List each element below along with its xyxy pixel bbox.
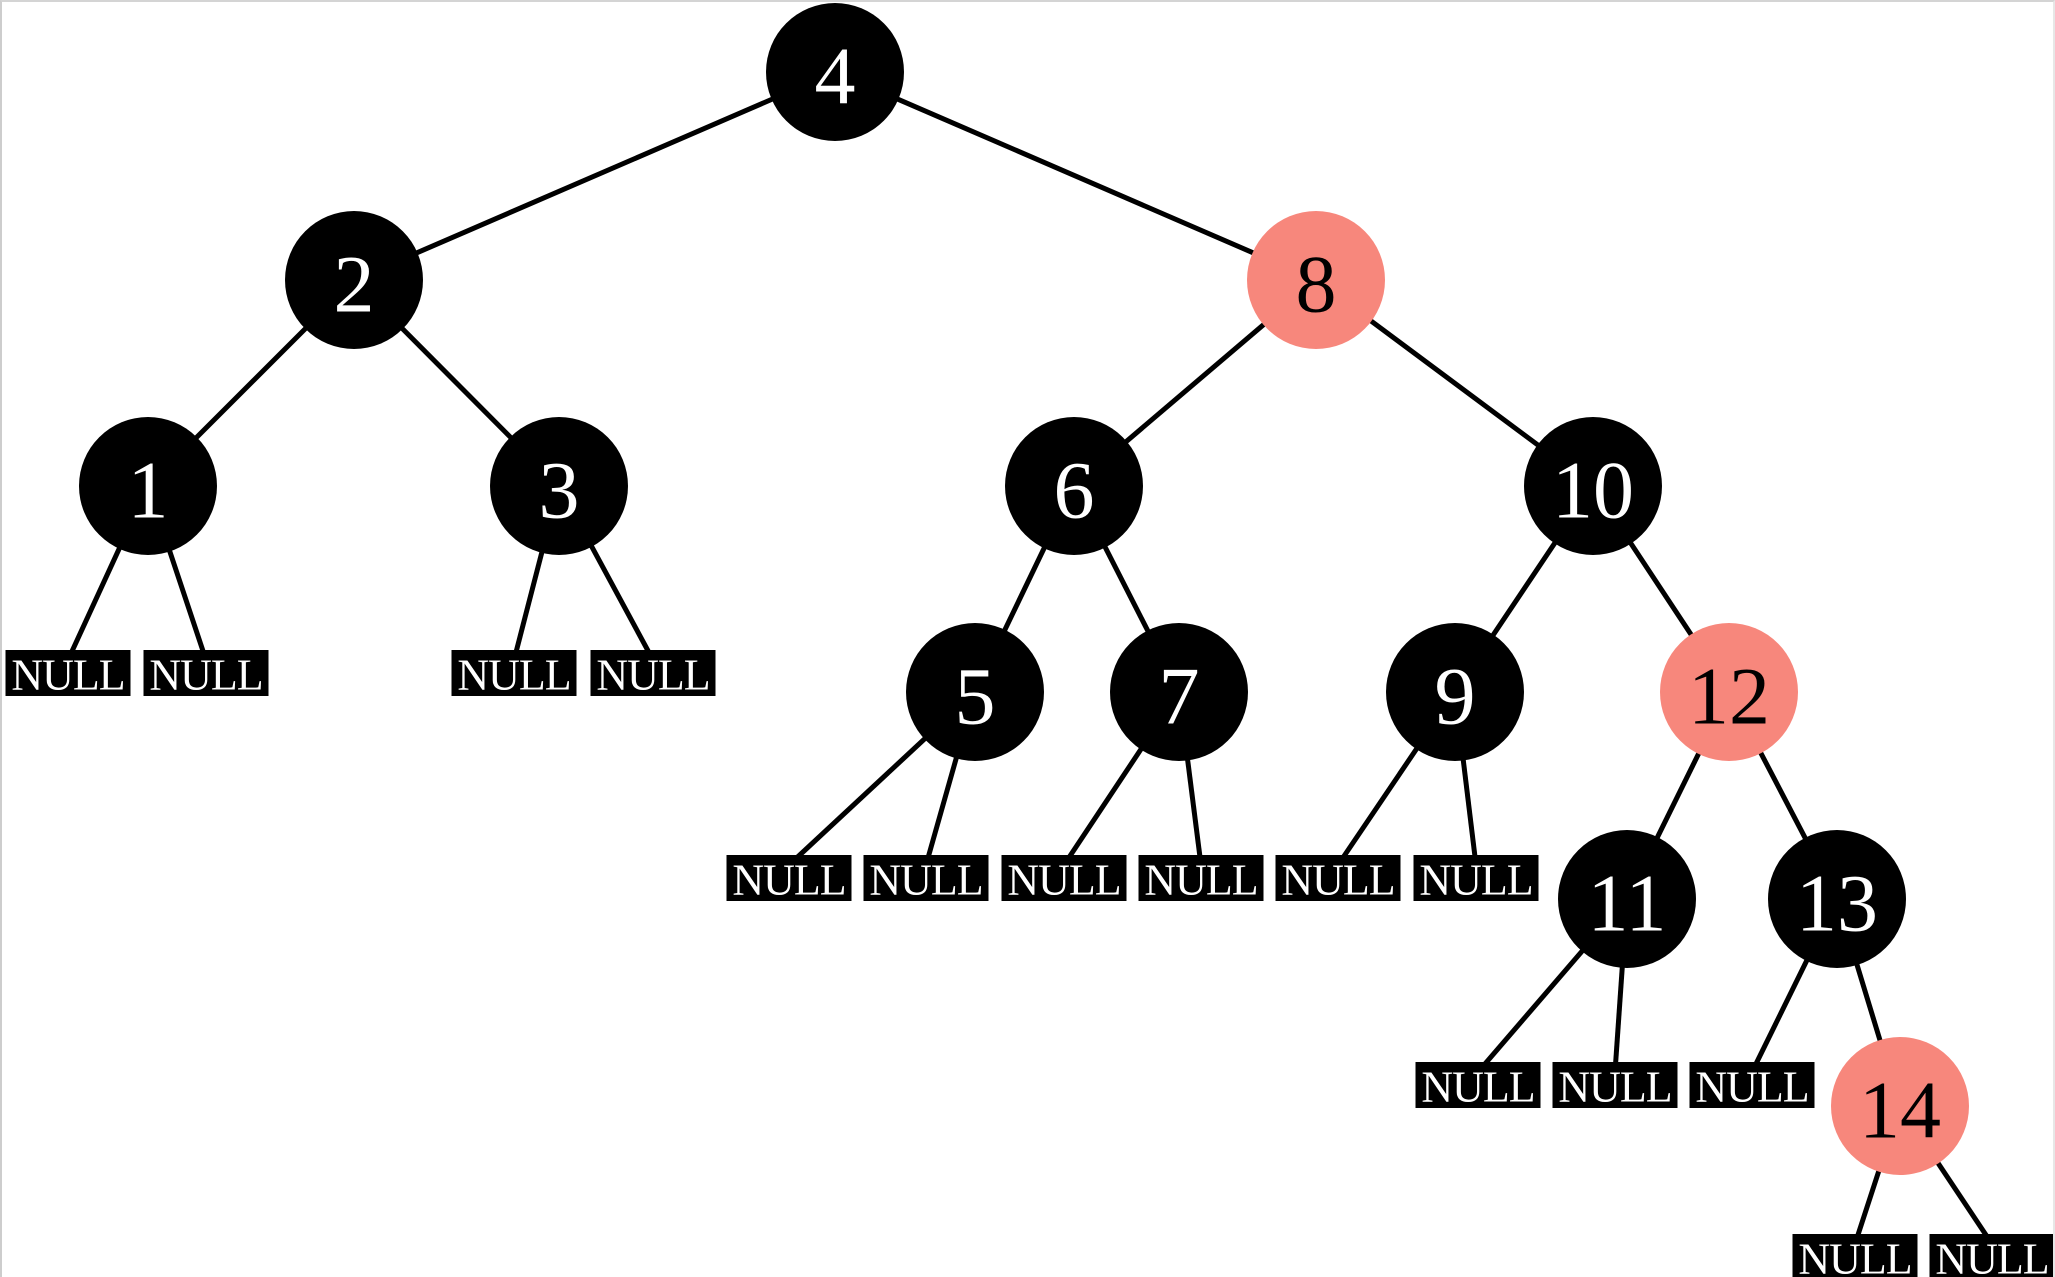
edge-4-2 <box>353 69 836 283</box>
tree-node-circle-9 <box>1386 623 1524 761</box>
null-leaf-box-null-9R <box>1413 855 1539 901</box>
tree-node-label-2: 2 <box>334 239 375 330</box>
null-leaf-box-null-14L <box>1792 1234 1918 1277</box>
null-leaf-label-null-7L: NULL <box>1007 855 1120 904</box>
tree-node-circle-12 <box>1660 623 1798 761</box>
null-leaf-box-null-5L <box>726 855 852 901</box>
null-leaf-box-null-1R <box>143 650 269 696</box>
null-leaf-box-null-11L <box>1415 1062 1541 1108</box>
null-leaf-box-null-1L <box>5 650 131 696</box>
tree-node-label-3: 3 <box>539 445 580 536</box>
null-leaf-label-null-1L: NULL <box>11 650 124 699</box>
nodes-layer <box>79 3 1969 1175</box>
null-leaf-label-null-14R: NULL <box>1935 1234 2048 1277</box>
null-leaf-box-null-7L <box>1001 855 1127 901</box>
tree-node-circle-4 <box>766 3 904 141</box>
null-leaf-box-null-9L <box>1275 855 1401 901</box>
null-leaf-label-null-5L: NULL <box>732 855 845 904</box>
null-leaves-layer <box>5 650 2053 1277</box>
tree-node-label-14: 14 <box>1859 1065 1941 1156</box>
tree-node-circle-5 <box>906 623 1044 761</box>
tree-node-label-13: 13 <box>1796 858 1878 949</box>
null-leaf-label-null-7R: NULL <box>1144 855 1257 904</box>
null-leaf-label-null-3L: NULL <box>457 650 570 699</box>
tree-node-circle-6 <box>1005 417 1143 555</box>
tree-node-label-6: 6 <box>1054 445 1095 536</box>
null-leaf-box-null-3L <box>451 650 577 696</box>
null-leaf-label-null-9L: NULL <box>1281 855 1394 904</box>
tree-node-circle-8 <box>1247 211 1385 349</box>
tree-node-circle-14 <box>1831 1037 1969 1175</box>
tree-node-label-5: 5 <box>955 651 996 742</box>
tree-node-circle-13 <box>1768 830 1906 968</box>
tree-node-label-8: 8 <box>1296 239 1337 330</box>
tree-node-circle-2 <box>285 211 423 349</box>
tree-node-label-1: 1 <box>128 445 169 536</box>
null-leaf-box-null-13L <box>1689 1062 1815 1108</box>
tree-node-circle-11 <box>1558 830 1696 968</box>
tree-node-label-4: 4 <box>815 31 856 122</box>
null-leaf-box-null-3R <box>590 650 716 696</box>
null-leaf-label-null-13L: NULL <box>1695 1062 1808 1111</box>
tree-node-label-10: 10 <box>1552 445 1634 536</box>
tree-node-label-9: 9 <box>1435 651 1476 742</box>
tree-node-label-12: 12 <box>1688 651 1770 742</box>
null-leaf-box-null-11R <box>1552 1062 1678 1108</box>
null-leaf-label-null-9R: NULL <box>1419 855 1532 904</box>
tree-node-label-11: 11 <box>1588 858 1667 949</box>
labels-layer: NULL NULL NULL NULL NULL NULL NULL NULL NULL NULL… <box>11 31 2049 1277</box>
tree-node-circle-3 <box>490 417 628 555</box>
null-leaf-box-null-7R <box>1138 855 1264 901</box>
null-leaf-label-null-11L: NULL <box>1421 1062 1534 1111</box>
edge-4-8 <box>834 69 1317 283</box>
tree-node-circle-1 <box>79 417 217 555</box>
null-leaf-label-null-1R: NULL <box>149 650 262 699</box>
tree-node-circle-10 <box>1524 417 1662 555</box>
null-leaf-box-null-5R <box>863 855 989 901</box>
tree-node-circle-7 <box>1110 623 1248 761</box>
null-leaf-label-null-5R: NULL <box>869 855 982 904</box>
tree-node-label-7: 7 <box>1159 651 1200 742</box>
null-leaf-label-null-11R: NULL <box>1558 1062 1671 1111</box>
null-leaf-label-null-3R: NULL <box>596 650 709 699</box>
null-leaf-box-null-14R <box>1929 1234 2053 1277</box>
null-leaf-label-null-14L: NULL <box>1798 1234 1911 1277</box>
